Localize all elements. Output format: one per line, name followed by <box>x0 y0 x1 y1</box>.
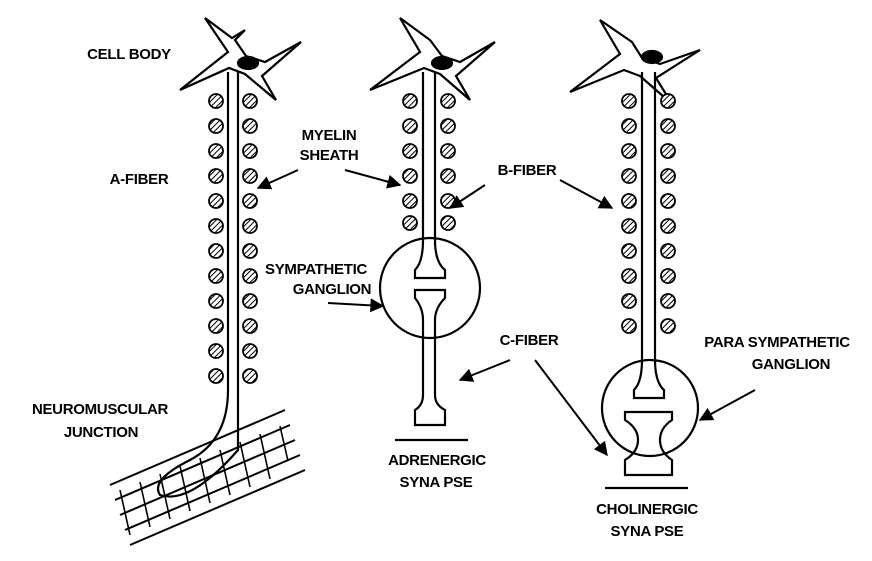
neuromuscular-junction-label-line1: NEUROMUSCULAR <box>32 400 168 420</box>
axon-3 <box>642 72 655 360</box>
neuron-b-fiber-parasympathetic <box>570 20 700 488</box>
cholinergic-synapse-label-line1: CHOLINERGIC <box>596 500 698 520</box>
cell-body-label: CELL BODY <box>87 45 171 65</box>
arrow-myelin-to-b <box>345 170 400 185</box>
nucleus-2 <box>432 57 452 69</box>
postganglionic-fiber-2 <box>415 290 445 425</box>
c-fiber-label: C-FIBER <box>500 331 559 351</box>
myelin-segments-2 <box>403 94 455 230</box>
cell-body-2 <box>370 18 495 100</box>
presynaptic-terminal-2 <box>415 240 445 278</box>
postganglionic-fiber-3 <box>625 412 672 475</box>
cell-body-3 <box>570 20 700 104</box>
arrow-cfiber-right <box>535 360 607 455</box>
parasympathetic-ganglion-label-line2: GANGLION <box>752 355 830 375</box>
parasympathetic-ganglion-label-line1: PARA SYMPATHETIC <box>704 333 849 353</box>
adrenergic-synapse-label-line1: ADRENERGIC <box>388 451 486 471</box>
arrow-parasympathetic-ganglion <box>700 390 755 420</box>
muscle-fiber <box>110 410 305 545</box>
myelin-sheath-label-line1: MYELIN <box>302 126 357 146</box>
neuromuscular-junction-label-line2: JUNCTION <box>64 423 138 443</box>
adrenergic-synapse-label-line2: SYNA PSE <box>400 473 473 493</box>
arrow-cfiber-left <box>460 360 510 380</box>
pointer-arrows <box>258 170 755 455</box>
a-fiber-label: A-FIBER <box>110 170 169 190</box>
neuron-a-fiber <box>110 18 305 545</box>
parasympathetic-ganglion-circle <box>602 360 698 456</box>
axon-1 <box>158 72 238 497</box>
sympathetic-ganglion-label-line2: GANGLION <box>293 280 371 300</box>
axon-2 <box>423 72 435 240</box>
myelin-sheath-label-line2: SHEATH <box>300 146 359 166</box>
presynaptic-terminal-3 <box>634 360 664 398</box>
arrow-myelin-to-a <box>258 170 298 188</box>
myelin-segments-1 <box>209 94 257 383</box>
cholinergic-synapse-label-line2: SYNA PSE <box>611 522 684 542</box>
arrow-bfiber-left <box>450 185 485 208</box>
arrow-bfiber-right <box>560 180 612 208</box>
neuron-b-fiber-sympathetic <box>370 18 495 440</box>
myelin-segments-3 <box>622 94 675 333</box>
sympathetic-ganglion-label-line1: SYMPATHETIC <box>265 260 367 280</box>
nucleus-3 <box>642 51 662 63</box>
b-fiber-label: B-FIBER <box>498 161 557 181</box>
arrow-sympathetic-ganglion <box>328 303 383 306</box>
nucleus-1 <box>238 57 258 69</box>
sympathetic-ganglion-circle <box>380 238 480 338</box>
